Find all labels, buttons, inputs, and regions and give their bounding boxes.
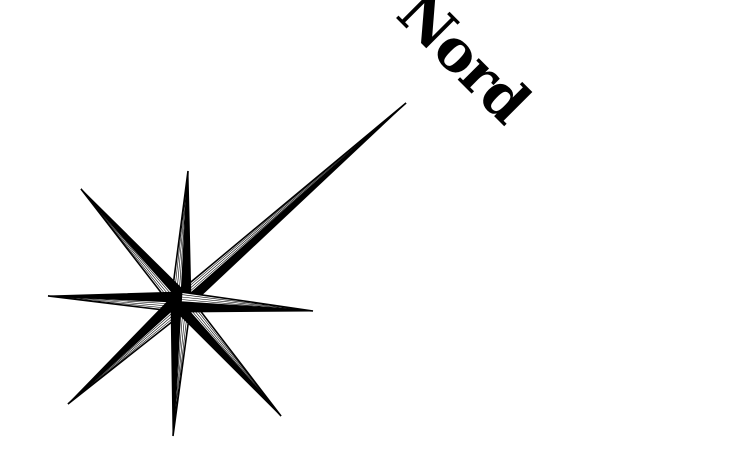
ray-lower-right-hatch-line bbox=[187, 297, 281, 416]
ray-upper-left-dark-half bbox=[81, 189, 188, 302]
ray-lower-right-hatch-line bbox=[185, 299, 281, 416]
ray-lower-left-dark-half bbox=[68, 295, 181, 404]
ray-upper-left-hatch-line bbox=[81, 189, 175, 307]
ray-upper-left-hatch-line bbox=[81, 189, 177, 305]
ray-north-hatch-line bbox=[180, 103, 406, 300]
ray-lower-right-dark-half bbox=[173, 302, 281, 416]
compass-rose-icon bbox=[48, 103, 406, 436]
ray-lower-left-hatch-line bbox=[68, 304, 183, 404]
ray-north-hatch-line bbox=[177, 103, 406, 297]
ray-upper-left-hatch-line bbox=[81, 189, 179, 304]
ray-lower-right-hatch-line bbox=[183, 300, 281, 416]
ray-lower-left-hatch-line bbox=[68, 306, 184, 404]
north-label: Nord bbox=[384, 0, 543, 137]
ray-lower-left-hatch-line bbox=[68, 308, 186, 404]
ray-north-hatch-line bbox=[178, 103, 406, 299]
